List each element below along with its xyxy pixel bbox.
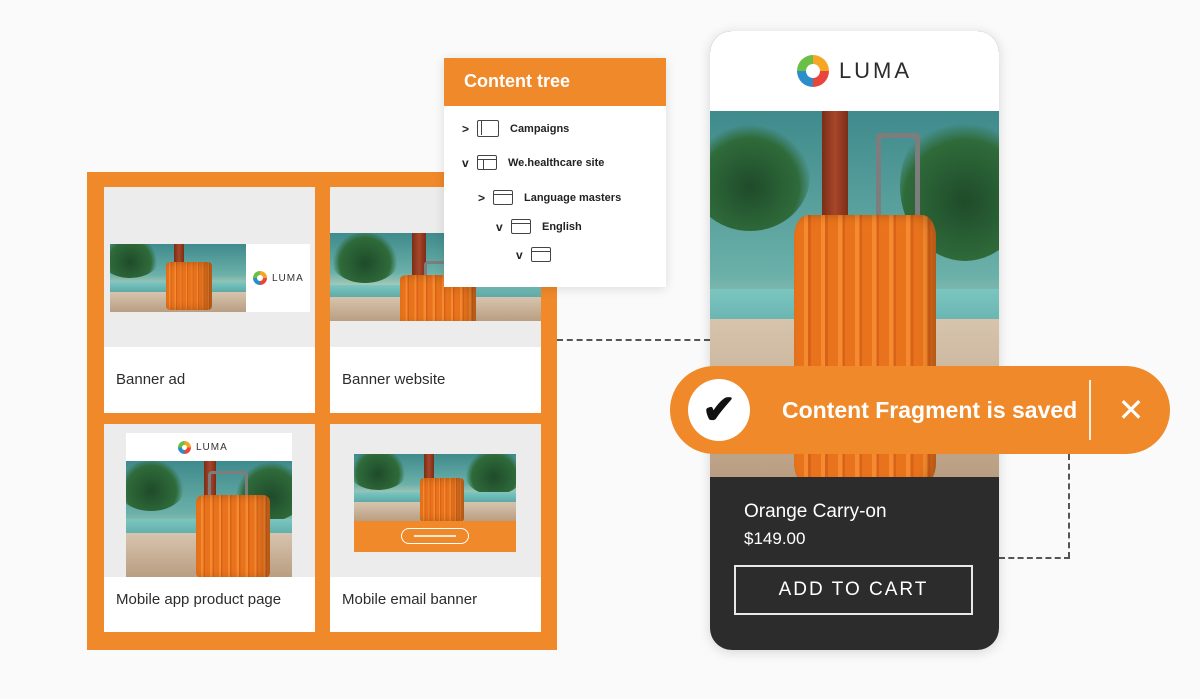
luma-logo-text: LUMA [196,442,228,453]
folder-icon [477,120,499,137]
add-to-cart-button[interactable]: ADD TO CART [734,565,973,615]
connector-line [557,339,710,341]
site-icon [477,155,497,170]
save-toast: ✔ Content Fragment is saved ✕ [670,366,1170,454]
luma-logo: LUMA [253,271,304,285]
mobile-app-thumbnail: LUMA [104,424,315,577]
toast-divider [1089,380,1091,440]
tree-item-language-masters[interactable]: > Language masters [478,190,621,205]
brand-logo-text: LUMA [838,58,913,83]
luma-ring-icon [796,55,829,87]
connector-line [999,557,1070,559]
tree-item-label: Language masters [524,191,622,204]
tree-item-label: We.healthcare site [508,156,605,169]
tree-item-campaigns[interactable]: > Campaigns [462,120,569,137]
banner-ad-image [110,244,246,312]
tree-item-site[interactable]: v We.healthcare site [462,155,604,170]
card-label: Banner ad [116,371,186,388]
luma-logo: LUMA [178,441,228,454]
card-label: Banner website [342,371,446,388]
chevron-down-icon[interactable]: v [462,155,469,170]
mobile-email-cta-strip [354,521,516,552]
mobile-app-image [126,461,292,577]
page-icon [531,247,551,262]
content-tree-panel: Content tree > Campaigns v We.healthcare… [444,58,666,287]
mobile-email-image [354,454,516,521]
product-price: $149.00 [744,529,806,548]
card-mobile-email-banner[interactable]: Mobile email banner [330,424,541,632]
card-label: Mobile email banner [342,591,478,608]
card-banner-ad[interactable]: LUMA Banner ad [104,187,315,413]
luma-ring-icon [178,441,191,454]
mobile-app-header: LUMA [126,433,292,461]
chevron-down-icon[interactable]: v [516,247,523,262]
tree-item-label: Campaigns [510,122,570,135]
mobile-preview: LUMA Orange Carry-on $149.00 ADD TO CART [710,31,999,650]
tree-item-english[interactable]: v English [496,219,582,234]
luma-logo-text: LUMA [272,272,304,284]
luma-ring-icon [253,271,267,285]
product-name: Orange Carry-on [744,501,887,522]
chevron-right-icon[interactable]: > [478,190,486,205]
chevron-right-icon[interactable]: > [462,121,470,136]
mobile-email-thumbnail [330,424,541,577]
mobile-email-cta-pill [401,528,469,544]
content-tree-title: Content tree [444,58,666,106]
connector-line [1068,454,1070,558]
toast-message: Content Fragment is saved [782,396,1078,423]
tree-item-page[interactable]: v [516,247,562,262]
chevron-down-icon[interactable]: v [496,219,503,234]
tree-item-label: English [542,220,582,233]
phone-header: LUMA [710,31,999,111]
close-icon[interactable]: ✕ [1111,388,1151,432]
page-icon [493,190,513,205]
card-label: Mobile app product page [116,591,282,608]
banner-ad-thumbnail: LUMA [104,187,315,347]
page-icon [511,219,531,234]
banner-ad-logo-panel: LUMA [246,244,310,312]
card-mobile-app-product-page[interactable]: LUMA Mobile app product page [104,424,315,632]
checkmark-icon: ✔ [688,379,750,441]
